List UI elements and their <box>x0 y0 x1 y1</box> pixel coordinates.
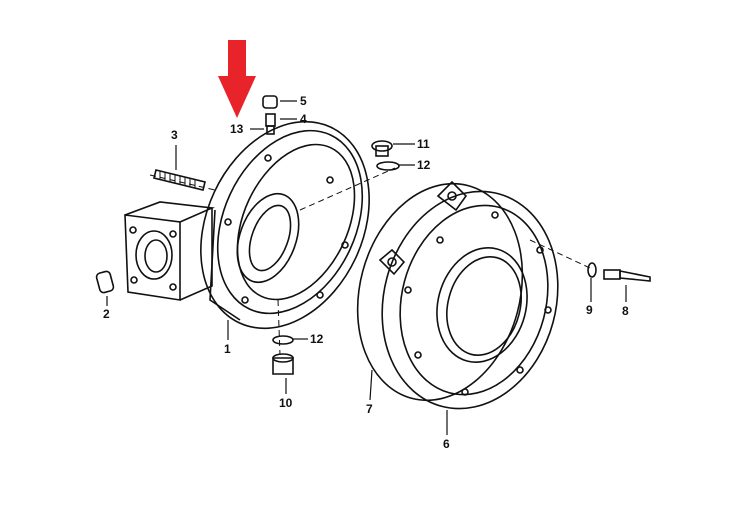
nut-part-10 <box>272 353 294 375</box>
washer-part-12-lower <box>272 335 294 345</box>
callout-8: 8 <box>622 304 629 318</box>
callout-7: 7 <box>366 402 373 416</box>
sleeve-part-4 <box>265 113 276 135</box>
washer-part-12 <box>376 161 400 171</box>
callout-9: 9 <box>586 303 593 317</box>
callout-3: 3 <box>171 128 178 142</box>
mounting-block <box>124 201 216 301</box>
cover-part-6 <box>356 180 559 410</box>
callout-10: 10 <box>279 396 293 410</box>
callout-2: 2 <box>103 307 110 321</box>
bolt-part-8 <box>603 269 651 282</box>
stud-part-3 <box>153 169 206 191</box>
housing-part-1 <box>200 120 370 330</box>
callout-11: 11 <box>417 137 430 151</box>
callout-6: 6 <box>443 437 450 451</box>
assembly-axis <box>149 167 591 356</box>
callout-5: 5 <box>300 94 307 108</box>
callout-4: 4 <box>300 112 307 126</box>
leader-lines <box>106 100 627 435</box>
callout-12-lower: 12 <box>310 332 324 346</box>
highlight-arrow-icon <box>218 40 256 118</box>
callout-1: 1 <box>224 342 231 356</box>
plug-part-11 <box>371 140 393 157</box>
callout-12-upper: 12 <box>417 158 431 172</box>
plug-part-5 <box>262 95 278 109</box>
pin-part-2 <box>95 270 115 294</box>
washer-part-9 <box>587 262 597 278</box>
callout-13: 13 <box>230 122 244 136</box>
